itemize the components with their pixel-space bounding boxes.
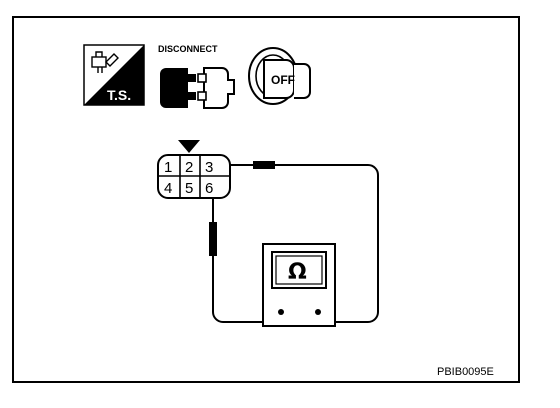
meter-terminal-right	[315, 309, 321, 315]
pin-label: 5	[185, 180, 193, 197]
circuit-wiring	[212, 164, 379, 323]
pin-label: 4	[164, 180, 172, 197]
ignition-key-icon: OFF	[248, 47, 311, 105]
disconnect-label: DISCONNECT	[158, 44, 218, 54]
meter-terminal-left	[278, 309, 284, 315]
ohm-symbol: Ω	[288, 260, 307, 285]
pin-label: 3	[205, 159, 213, 176]
figure-code: PBIB0095E	[437, 366, 494, 378]
probe-left	[209, 222, 217, 256]
connector-lock-triangle	[178, 140, 200, 153]
ts-icon: T.S.	[83, 44, 145, 106]
pin-label: 2	[185, 159, 193, 176]
diagram-frame	[12, 16, 520, 383]
ts-label: T.S.	[107, 87, 131, 103]
ignition-off-label: OFF	[271, 73, 295, 87]
pin-label: 6	[205, 180, 213, 197]
pin-label: 1	[164, 159, 172, 176]
probe-top	[253, 161, 275, 169]
disconnect-icon: DISCONNECT	[158, 44, 235, 109]
ohmmeter: Ω	[262, 243, 336, 327]
harness-connector: 1 2 3 4 5 6	[157, 140, 231, 199]
